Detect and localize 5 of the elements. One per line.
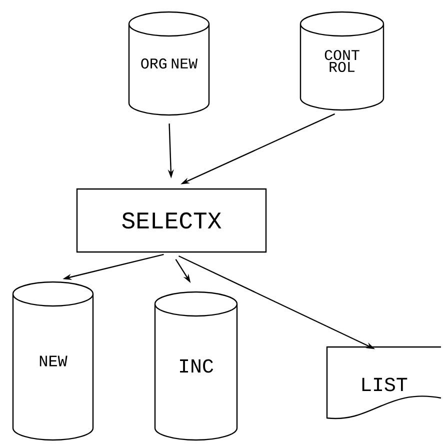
process-box: SELECTX [76,188,267,253]
database-cylinder: ORG NEW [128,11,210,116]
database-cylinder: CONT ROL [300,11,384,111]
database-cylinder: INC [154,291,238,441]
database-cylinder: NEW [12,281,94,441]
